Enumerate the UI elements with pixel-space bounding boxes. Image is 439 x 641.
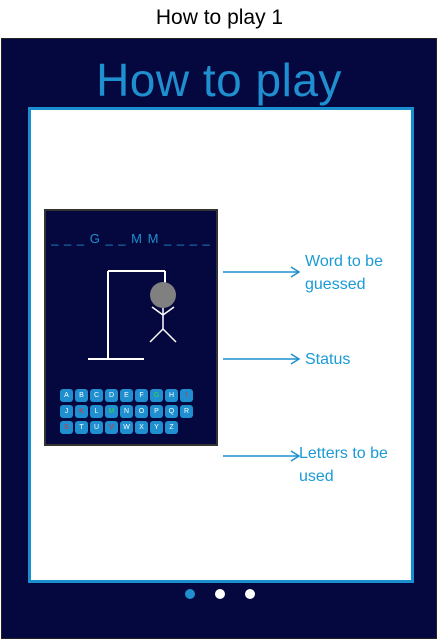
- letter-key-z[interactable]: Z: [165, 421, 178, 434]
- letter-key-x[interactable]: X: [135, 421, 148, 434]
- letter-key-b[interactable]: B: [75, 389, 88, 402]
- letter-key-m[interactable]: M: [105, 405, 118, 418]
- letter-key-l[interactable]: L: [90, 405, 103, 418]
- figure-right-leg: [162, 328, 177, 343]
- letters-annotation: Letters to be used: [299, 445, 388, 485]
- page-indicator: [2, 587, 436, 601]
- letter-key-s[interactable]: S: [60, 421, 73, 434]
- word-annotation: Word to be guessed: [305, 253, 383, 293]
- letter-key-w[interactable]: W: [120, 421, 133, 434]
- letter-key-y[interactable]: Y: [150, 421, 163, 434]
- letter-key-f[interactable]: F: [135, 389, 148, 402]
- letter-key-i[interactable]: I: [180, 389, 193, 402]
- letter-key-n[interactable]: N: [120, 405, 133, 418]
- letters-arrow-icon: [223, 450, 301, 462]
- letter-key-h[interactable]: H: [165, 389, 178, 402]
- letter-key-d[interactable]: D: [105, 389, 118, 402]
- word-to-guess: _ _ _ G _ _ M M _ _ _ _: [51, 231, 211, 246]
- screen-title: How to play: [96, 54, 342, 106]
- letter-key-o[interactable]: O: [135, 405, 148, 418]
- figure-left-leg: [149, 328, 164, 343]
- status-arrow-icon: [223, 353, 301, 365]
- figure-left-arm: [151, 306, 164, 316]
- page-dot-2[interactable]: [215, 589, 225, 599]
- hangman-status-drawing: [88, 270, 177, 360]
- word-arrow-icon: [223, 266, 301, 278]
- letter-key-e[interactable]: E: [120, 389, 133, 402]
- letter-key-j[interactable]: J: [60, 405, 73, 418]
- letter-key-u[interactable]: U: [90, 421, 103, 434]
- letter-key-p[interactable]: P: [150, 405, 163, 418]
- letter-key-a[interactable]: A: [60, 389, 73, 402]
- status-annotation: Status: [305, 351, 351, 368]
- slide-caption: How to play 1: [155, 6, 284, 29]
- letter-key-g[interactable]: G: [150, 389, 163, 402]
- letter-key-k[interactable]: K: [75, 405, 88, 418]
- letter-key-t[interactable]: T: [75, 421, 88, 434]
- figure-head: [150, 282, 176, 308]
- letter-key-q[interactable]: Q: [165, 405, 178, 418]
- page-dot-1[interactable]: [185, 589, 195, 599]
- letter-key-v[interactable]: V: [105, 421, 118, 434]
- letter-key-r[interactable]: R: [180, 405, 193, 418]
- figure-right-arm: [162, 306, 175, 316]
- page-dot-3[interactable]: [245, 589, 255, 599]
- letter-key-c[interactable]: C: [90, 389, 103, 402]
